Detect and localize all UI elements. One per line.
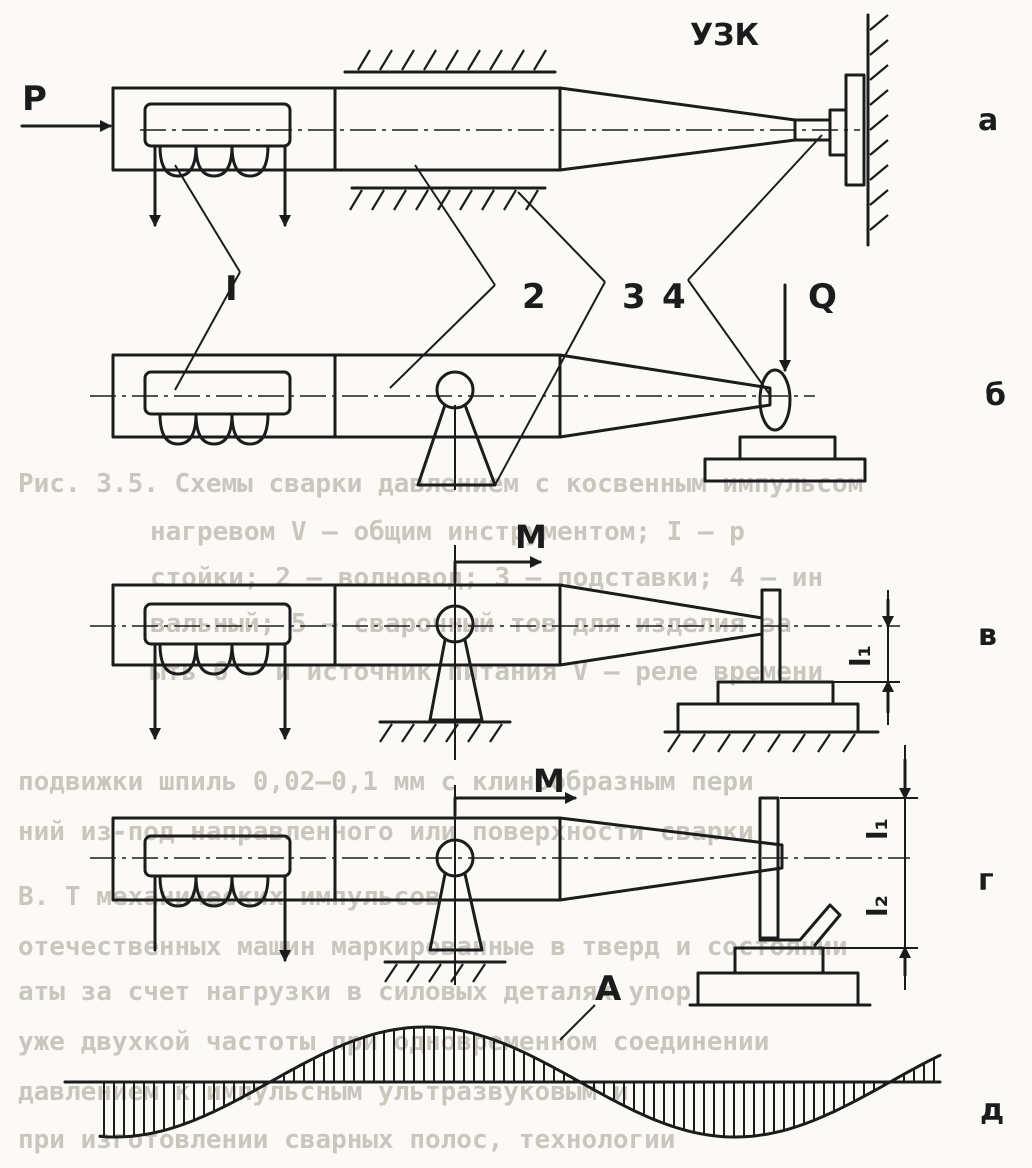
moment-m-arrow — [453, 556, 542, 584]
row-label-b: б — [985, 378, 1006, 413]
row-label-d: д — [980, 1093, 1004, 1128]
row-label-v: в — [978, 618, 997, 653]
label-amplitude-a: A — [595, 969, 622, 1009]
bleed-line: стойки; 2 – волновод; 3 – подставки; 4 –… — [150, 563, 823, 593]
callouts: I 2 3 4 — [174, 134, 823, 486]
label-l1-g: l₁ — [861, 818, 894, 840]
callout-4: 4 — [662, 277, 686, 317]
bleed-line: ний из-под направленного или поверхности… — [18, 817, 754, 847]
magnetostrictive-coil — [143, 102, 292, 148]
scheme-a: P УЗК а — [20, 13, 998, 247]
label-l2: l₂ — [861, 895, 894, 917]
row-label-a: а — [978, 103, 998, 138]
label-q: Q — [808, 277, 837, 317]
concentrator-horn — [558, 86, 797, 172]
amplitude-curve — [98, 1025, 942, 1139]
label-p: P — [22, 79, 47, 119]
waveguide-section — [333, 86, 562, 172]
scheme-b: Q б — [90, 277, 1006, 490]
row-label-g: г — [978, 863, 994, 898]
scheme-v: M l₁ в — [90, 518, 997, 760]
bleed-line: при изготовлении сварных полос, технолог… — [18, 1125, 675, 1155]
bleed-line: нагревом V – общим инструментом; I – р — [150, 517, 745, 547]
label-m2: M — [533, 762, 565, 800]
scheme-g: M l₁ l₂ г — [90, 745, 994, 1007]
label-l1: l₁ — [844, 645, 877, 667]
scheme-d-wave: A д — [63, 969, 1004, 1139]
label-m1: M — [515, 518, 547, 556]
callout-2: 2 — [522, 277, 546, 317]
label-uzk: УЗК — [690, 18, 759, 53]
coil-windings — [158, 144, 270, 178]
bleed-line: подвижки шпиль 0,02–0,1 мм с клинообразн… — [18, 767, 754, 797]
bleed-line: аты за счет нагрузки в силовых деталях у… — [18, 977, 691, 1007]
bleed-line: ыть 6 – и источник питания V – реле врем… — [150, 657, 823, 687]
callout-3: 3 — [622, 277, 646, 317]
clamp — [758, 903, 842, 947]
